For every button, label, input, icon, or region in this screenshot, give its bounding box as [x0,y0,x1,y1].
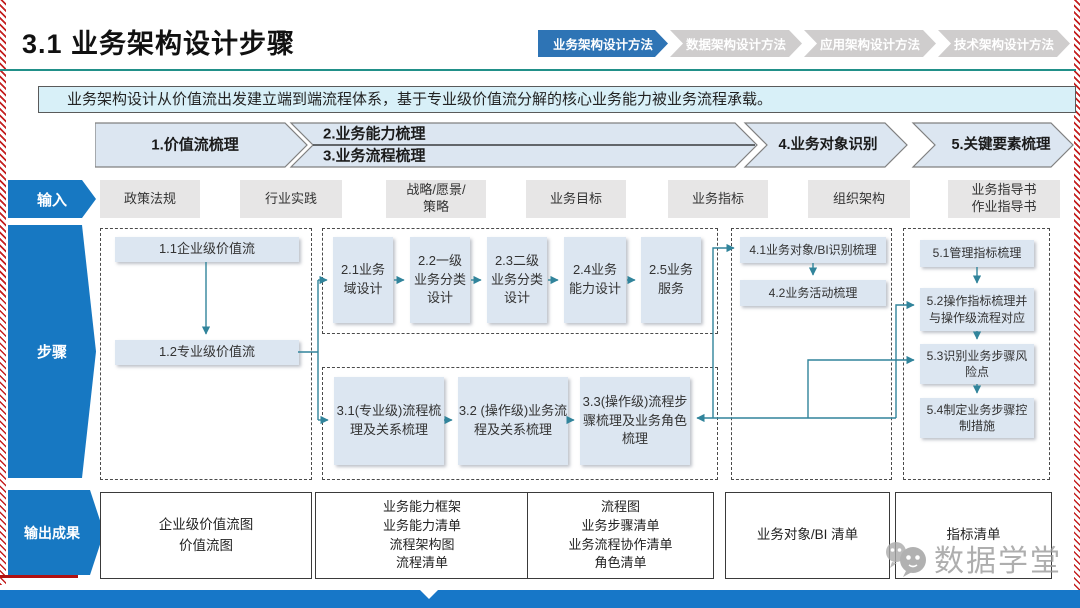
left-edge-red-hatch-decoration [0,0,6,585]
lane-label-input: 输入 [8,180,96,218]
tab-business-architecture-method[interactable]: 业务架构设计方法 [538,30,668,57]
output-box-value-stream-maps: 企业级价值流图 价值流图 [100,492,312,579]
step-5-2-operational-metrics-mapping: 5.2操作指标梳理并 与操作级流程对应 [920,288,1034,331]
tab-application-architecture-method[interactable]: 应用架构设计方法 [804,30,936,57]
step-4-2-business-activity-mapping: 4.2业务活动梳理 [740,280,886,306]
tab-label: 数据架构设计方法 [685,38,786,52]
phase-1-label: 1.价值流梳理 [151,136,239,154]
output-box-object-bi-list: 业务对象/BI 清单 [725,492,890,579]
tab-label: 业务架构设计方法 [552,38,653,52]
step-5-4-control-measures: 5.4制定业务步骤控 制措施 [920,398,1034,438]
bottom-left-red-dash [0,575,78,578]
tab-technology-architecture-method[interactable]: 技术架构设计方法 [938,30,1070,57]
input-box-business-metric: 业务指标 [668,180,768,218]
step-2-4-capability-design: 2.4业务 能力设计 [564,237,626,323]
output-box-capability-artifacts: 业务能力框架 业务能力清单 流程架构图 流程清单 [315,492,529,579]
step-3-2-operational-process-mapping: 3.2 (操作级)业务流 程及关系梳理 [458,377,568,465]
group-1-value-stream [100,228,312,480]
input-box-policy: 政策法规 [100,180,200,218]
bottom-blue-bar [0,590,1080,608]
tab-label: 技术架构设计方法 [953,38,1054,52]
chat-bubbles-logo-icon [886,542,926,577]
step-4-1-object-bi-identification: 4.1业务对象/BI识别梳理 [740,237,886,263]
group-4-business-object [731,228,892,480]
watermark: 数据学堂 [882,536,1062,580]
lane-label-output: 输出成果 [8,490,104,575]
phase-arrow-band: 1.价值流梳理 2.业务能力梳理 3.业务流程梳理 4.业务对象识别 5.关键要… [95,122,1074,168]
right-edge-red-hatch-decoration [1074,0,1080,592]
lane-label-steps: 步骤 [8,225,96,478]
input-box-strategy-vision: 战略/愿景/ 策略 [386,180,486,218]
phase-3-label: 3.业务流程梳理 [323,147,426,165]
step-5-1-management-metrics: 5.1管理指标梳理 [920,240,1034,267]
input-box-org-structure: 组织架构 [808,180,910,218]
watermark-text: 数据学堂 [934,545,1062,578]
step-5-3-risk-point-identification: 5.3识别业务步骤风 险点 [920,344,1034,384]
input-box-guidebooks: 业务指导书 作业指导书 [948,180,1060,218]
input-box-industry-practice: 行业实践 [240,180,342,218]
step-2-2-level1-classification-design: 2.2一级 业务分类 设计 [410,237,470,323]
input-box-business-goal: 业务目标 [526,180,626,218]
step-3-1-professional-process-mapping: 3.1(专业级)流程梳 理及关系梳理 [334,377,444,465]
phase-4-arrow [743,122,908,168]
summary-banner: 业务架构设计从价值流出发建立端到端流程体系，基于专业级价值流分解的核心业务能力被… [38,86,1076,113]
header-divider-line [0,69,1076,71]
step-1-2-professional-value-stream: 1.2专业级价值流 [115,340,299,365]
phase-5-arrow [911,122,1074,168]
step-2-3-level2-classification-design: 2.3二级 业务分类 设计 [487,237,547,323]
output-box-process-artifacts: 流程图 业务步骤清单 业务流程协作清单 角色清单 [527,492,714,579]
page-title: 3.1 业务架构设计步骤 [22,29,296,59]
step-2-1-business-domain-design: 2.1业务 域设计 [333,237,393,323]
phase-4-label: 4.业务对象识别 [778,135,877,153]
tab-data-architecture-method[interactable]: 数据架构设计方法 [670,30,802,57]
step-2-5-business-service: 2.5业务 服务 [641,237,701,323]
phase-2-3-arrow [289,122,758,168]
phase-5-label: 5.关键要素梳理 [951,135,1051,153]
step-3-3-process-steps-roles-mapping: 3.3(操作级)流程步 骤梳理及业务角色 梳理 [580,377,690,465]
step-1-1-enterprise-value-stream: 1.1企业级价值流 [115,237,299,262]
tab-label: 应用架构设计方法 [819,38,920,52]
phase-2-label: 2.业务能力梳理 [323,125,426,143]
phase-1-arrow [95,122,308,168]
bottom-bar-notch [420,590,438,599]
summary-banner-text: 业务架构设计从价值流出发建立端到端流程体系，基于专业级价值流分解的核心业务能力被… [67,91,773,108]
